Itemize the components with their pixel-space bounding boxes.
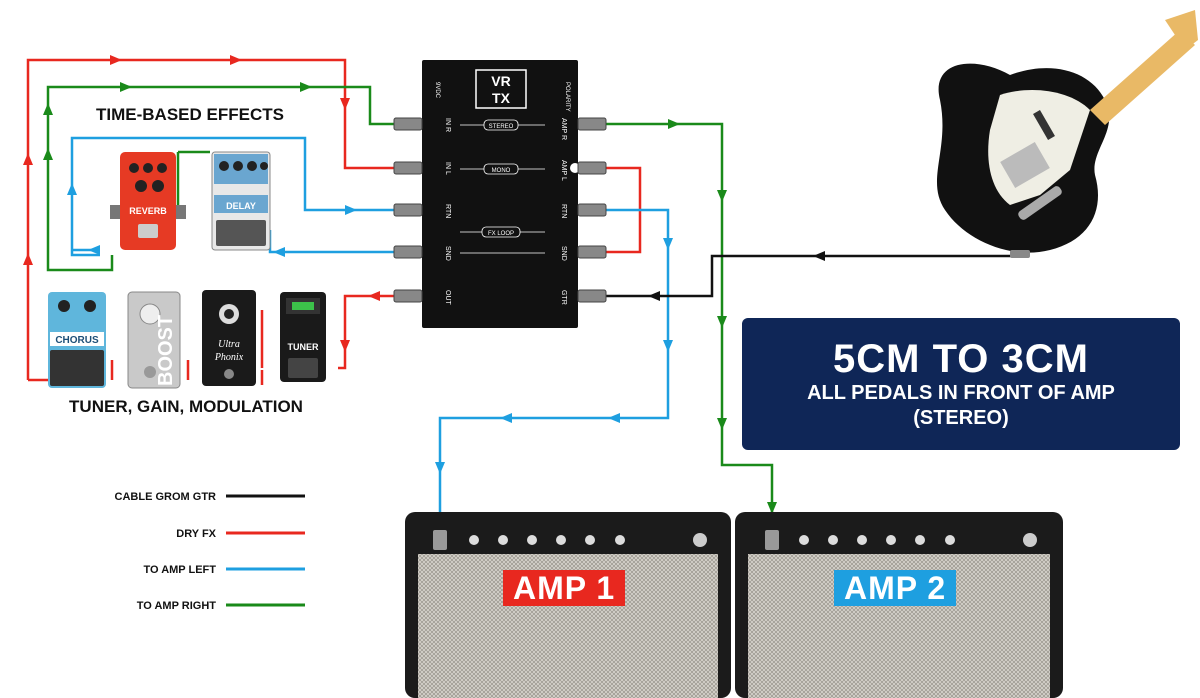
guitar-image [936, 10, 1198, 258]
boost-label: BOOST [155, 315, 177, 386]
amp-1-badge: AMP 1 [503, 570, 626, 606]
vrtx-rtn-left-label: RTN [444, 204, 451, 218]
cable-green [46, 85, 774, 530]
tuner-pedal: TUNER [280, 292, 326, 382]
cable-blue [70, 136, 670, 530]
vrtx-amp-r-label: AMP R [560, 118, 567, 140]
vrtx-logo-top: VR [491, 73, 510, 89]
vrtx-unit: VR TX 9VDC POLARITY STEREO MONO FX LOOP … [393, 60, 607, 328]
title-banner: 5CM TO 3CM ALL PEDALS IN FRONT OF AMP (S… [742, 318, 1180, 450]
phonix-label: Phonix [214, 352, 244, 363]
vrtx-polarity-label: POLARITY [564, 82, 570, 112]
legend-dry-fx-label: DRY FX [176, 528, 216, 540]
amp-2-badge: AMP 2 [834, 570, 957, 606]
banner-subtitle: ALL PEDALS IN FRONT OF AMP [807, 382, 1115, 404]
delay-label: DELAY [226, 201, 256, 211]
vrtx-out-label: OUT [444, 290, 451, 306]
tuner-gain-modulation-label: TUNER, GAIN, MODULATION [69, 397, 303, 416]
boost-pedal: BOOST [127, 291, 181, 389]
vrtx-snd-left-label: SND [444, 246, 451, 261]
cable-black [600, 254, 1022, 298]
ultra-phonix-pedal: Ultra Phonix [202, 290, 256, 386]
vrtx-fxloop-label: FX LOOP [488, 231, 514, 237]
legend: CABLE GROM GTR DRY FX TO AMP LEFT TO AMP… [115, 491, 305, 612]
time-based-effects-label: TIME-BASED EFFECTS [96, 105, 284, 124]
vrtx-snd-right-label: SND [560, 246, 567, 261]
legend-guitar-cable-label: CABLE GROM GTR [115, 491, 216, 503]
banner-subtitle-2: (STEREO) [913, 407, 1009, 429]
chorus-pedal: CHORUS [48, 292, 106, 388]
vrtx-logo-bottom: TX [492, 90, 511, 106]
chorus-label: CHORUS [55, 335, 99, 346]
vrtx-gtr-label: GTR [560, 290, 567, 305]
delay-pedal: DELAY [211, 151, 271, 251]
vrtx-stereo-label: STEREO [489, 124, 514, 130]
banner-title: 5CM TO 3CM [833, 337, 1089, 381]
reverb-label: REVERB [129, 206, 167, 216]
vrtx-amp-l-label: AMP L [560, 160, 567, 181]
vrtx-dc-label: 9VDC [434, 82, 440, 99]
legend-amp-left-label: TO AMP LEFT [143, 564, 216, 576]
reverb-pedal: REVERB [110, 152, 186, 250]
vrtx-in-l-label: IN L [444, 162, 451, 175]
tuner-label: TUNER [288, 342, 319, 352]
legend-amp-right-label: TO AMP RIGHT [137, 600, 217, 612]
flow-arrows [23, 55, 825, 514]
vrtx-in-r-label: IN R [444, 118, 451, 132]
vrtx-rtn-right-label: RTN [560, 204, 567, 218]
ultra-label: Ultra [218, 339, 240, 350]
vrtx-mono-label: MONO [492, 168, 511, 174]
